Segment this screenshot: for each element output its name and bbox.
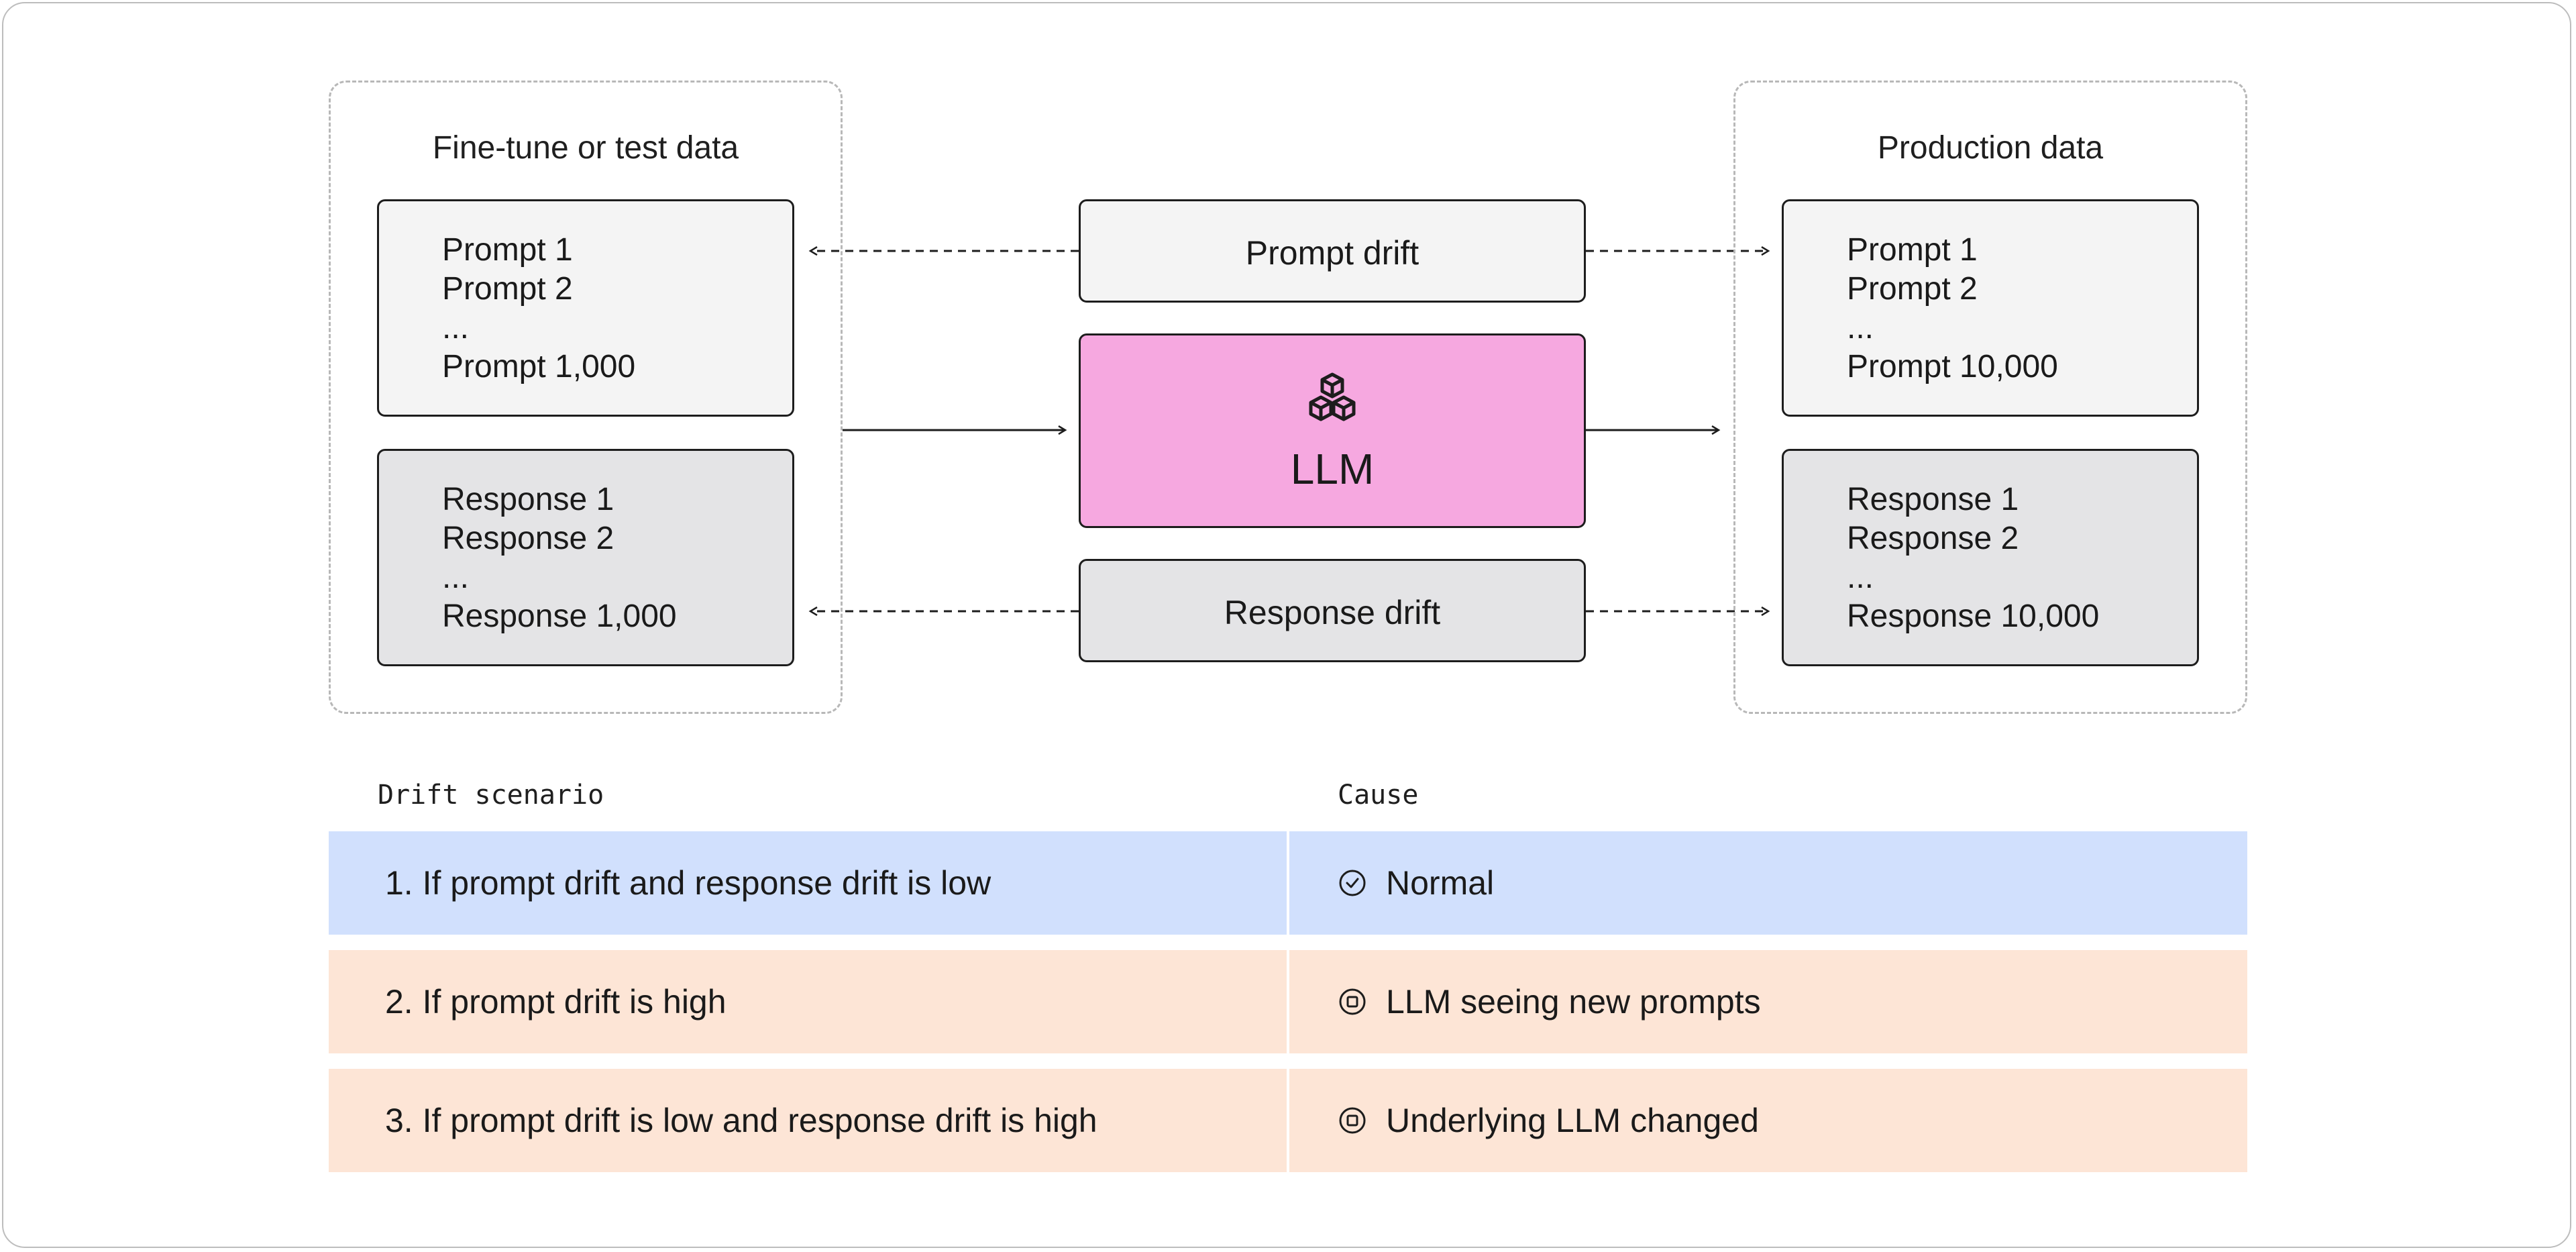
scenario-cell: 1. If prompt drift and response drift is… [329,831,1287,935]
prompt-drift-label: Prompt drift [1245,234,1419,272]
table-row: 3. If prompt drift is low and response d… [329,1069,2247,1172]
list-item: Response 2 [442,521,614,556]
fine-tune-responses-box: Response 1 Response 2 ... Response 1,000 [377,449,794,666]
production-data-title: Production data [1877,130,2104,166]
scenario-cell: 3. If prompt drift is low and response d… [329,1069,1287,1172]
list-item: ... [442,310,470,346]
fine-tune-data-group: Fine-tune or test data [329,81,843,714]
list-item: ... [442,560,470,595]
table-row: 2. If prompt drift is high LLM seeing ne… [329,950,2247,1053]
production-prompt-list: Prompt 1 Prompt 2 ... Prompt 10,000 [1847,231,2058,386]
response-drift-label: Response drift [1224,594,1441,631]
cubes-icon [1309,372,1356,421]
cause-cell: Underlying LLM changed [1289,1069,2247,1172]
llm-label: LLM [1290,445,1375,493]
fine-tune-data-title: Fine-tune or test data [432,130,739,166]
list-item: Response 1 [442,482,614,517]
cause-cell: LLM seeing new prompts [1289,950,2247,1053]
list-item: Prompt 1 [1847,232,1978,268]
production-response-list: Response 1 Response 2 ... Response 10,00… [1847,480,2099,636]
fine-tune-prompt-list: Prompt 1 Prompt 2 ... Prompt 1,000 [442,231,635,386]
stop-circle-icon [1339,988,1366,1015]
list-item: ... [1847,560,1874,595]
cause-text: Underlying LLM changed [1386,1102,1759,1139]
table-row: 1. If prompt drift and response drift is… [329,831,2247,935]
cause-cell: Normal [1289,831,2247,935]
production-responses-box: Response 1 Response 2 ... Response 10,00… [1782,449,2199,666]
cause-column-header: Cause [1338,780,1419,811]
list-item: Response 10,000 [1847,598,2100,634]
list-item: Prompt 2 [1847,271,1978,307]
scenario-cell: 2. If prompt drift is high [329,950,1287,1053]
production-prompts-box: Prompt 1 Prompt 2 ... Prompt 10,000 [1782,199,2199,417]
list-item: Prompt 1,000 [442,349,636,384]
list-item: Prompt 2 [442,271,573,307]
llm-box: LLM [1079,333,1586,528]
stop-circle-icon [1339,1107,1366,1134]
response-drift-box: Response drift [1079,559,1586,662]
fine-tune-response-list: Response 1 Response 2 ... Response 1,000 [442,480,677,636]
list-item: Prompt 1 [442,232,573,268]
list-item: ... [1847,310,1874,346]
production-data-group: Production data [1733,81,2247,714]
list-item: Response 1,000 [442,598,677,634]
list-item: Response 1 [1847,482,2019,517]
check-circle-icon [1339,870,1366,896]
cause-text: LLM seeing new prompts [1386,983,1761,1021]
list-item: Prompt 10,000 [1847,349,2058,384]
cause-text: Normal [1386,864,1495,902]
scenario-column-header: Drift scenario [378,780,604,811]
prompt-drift-box: Prompt drift [1079,199,1586,303]
list-item: Response 2 [1847,521,2019,556]
fine-tune-prompts-box: Prompt 1 Prompt 2 ... Prompt 1,000 [377,199,794,417]
